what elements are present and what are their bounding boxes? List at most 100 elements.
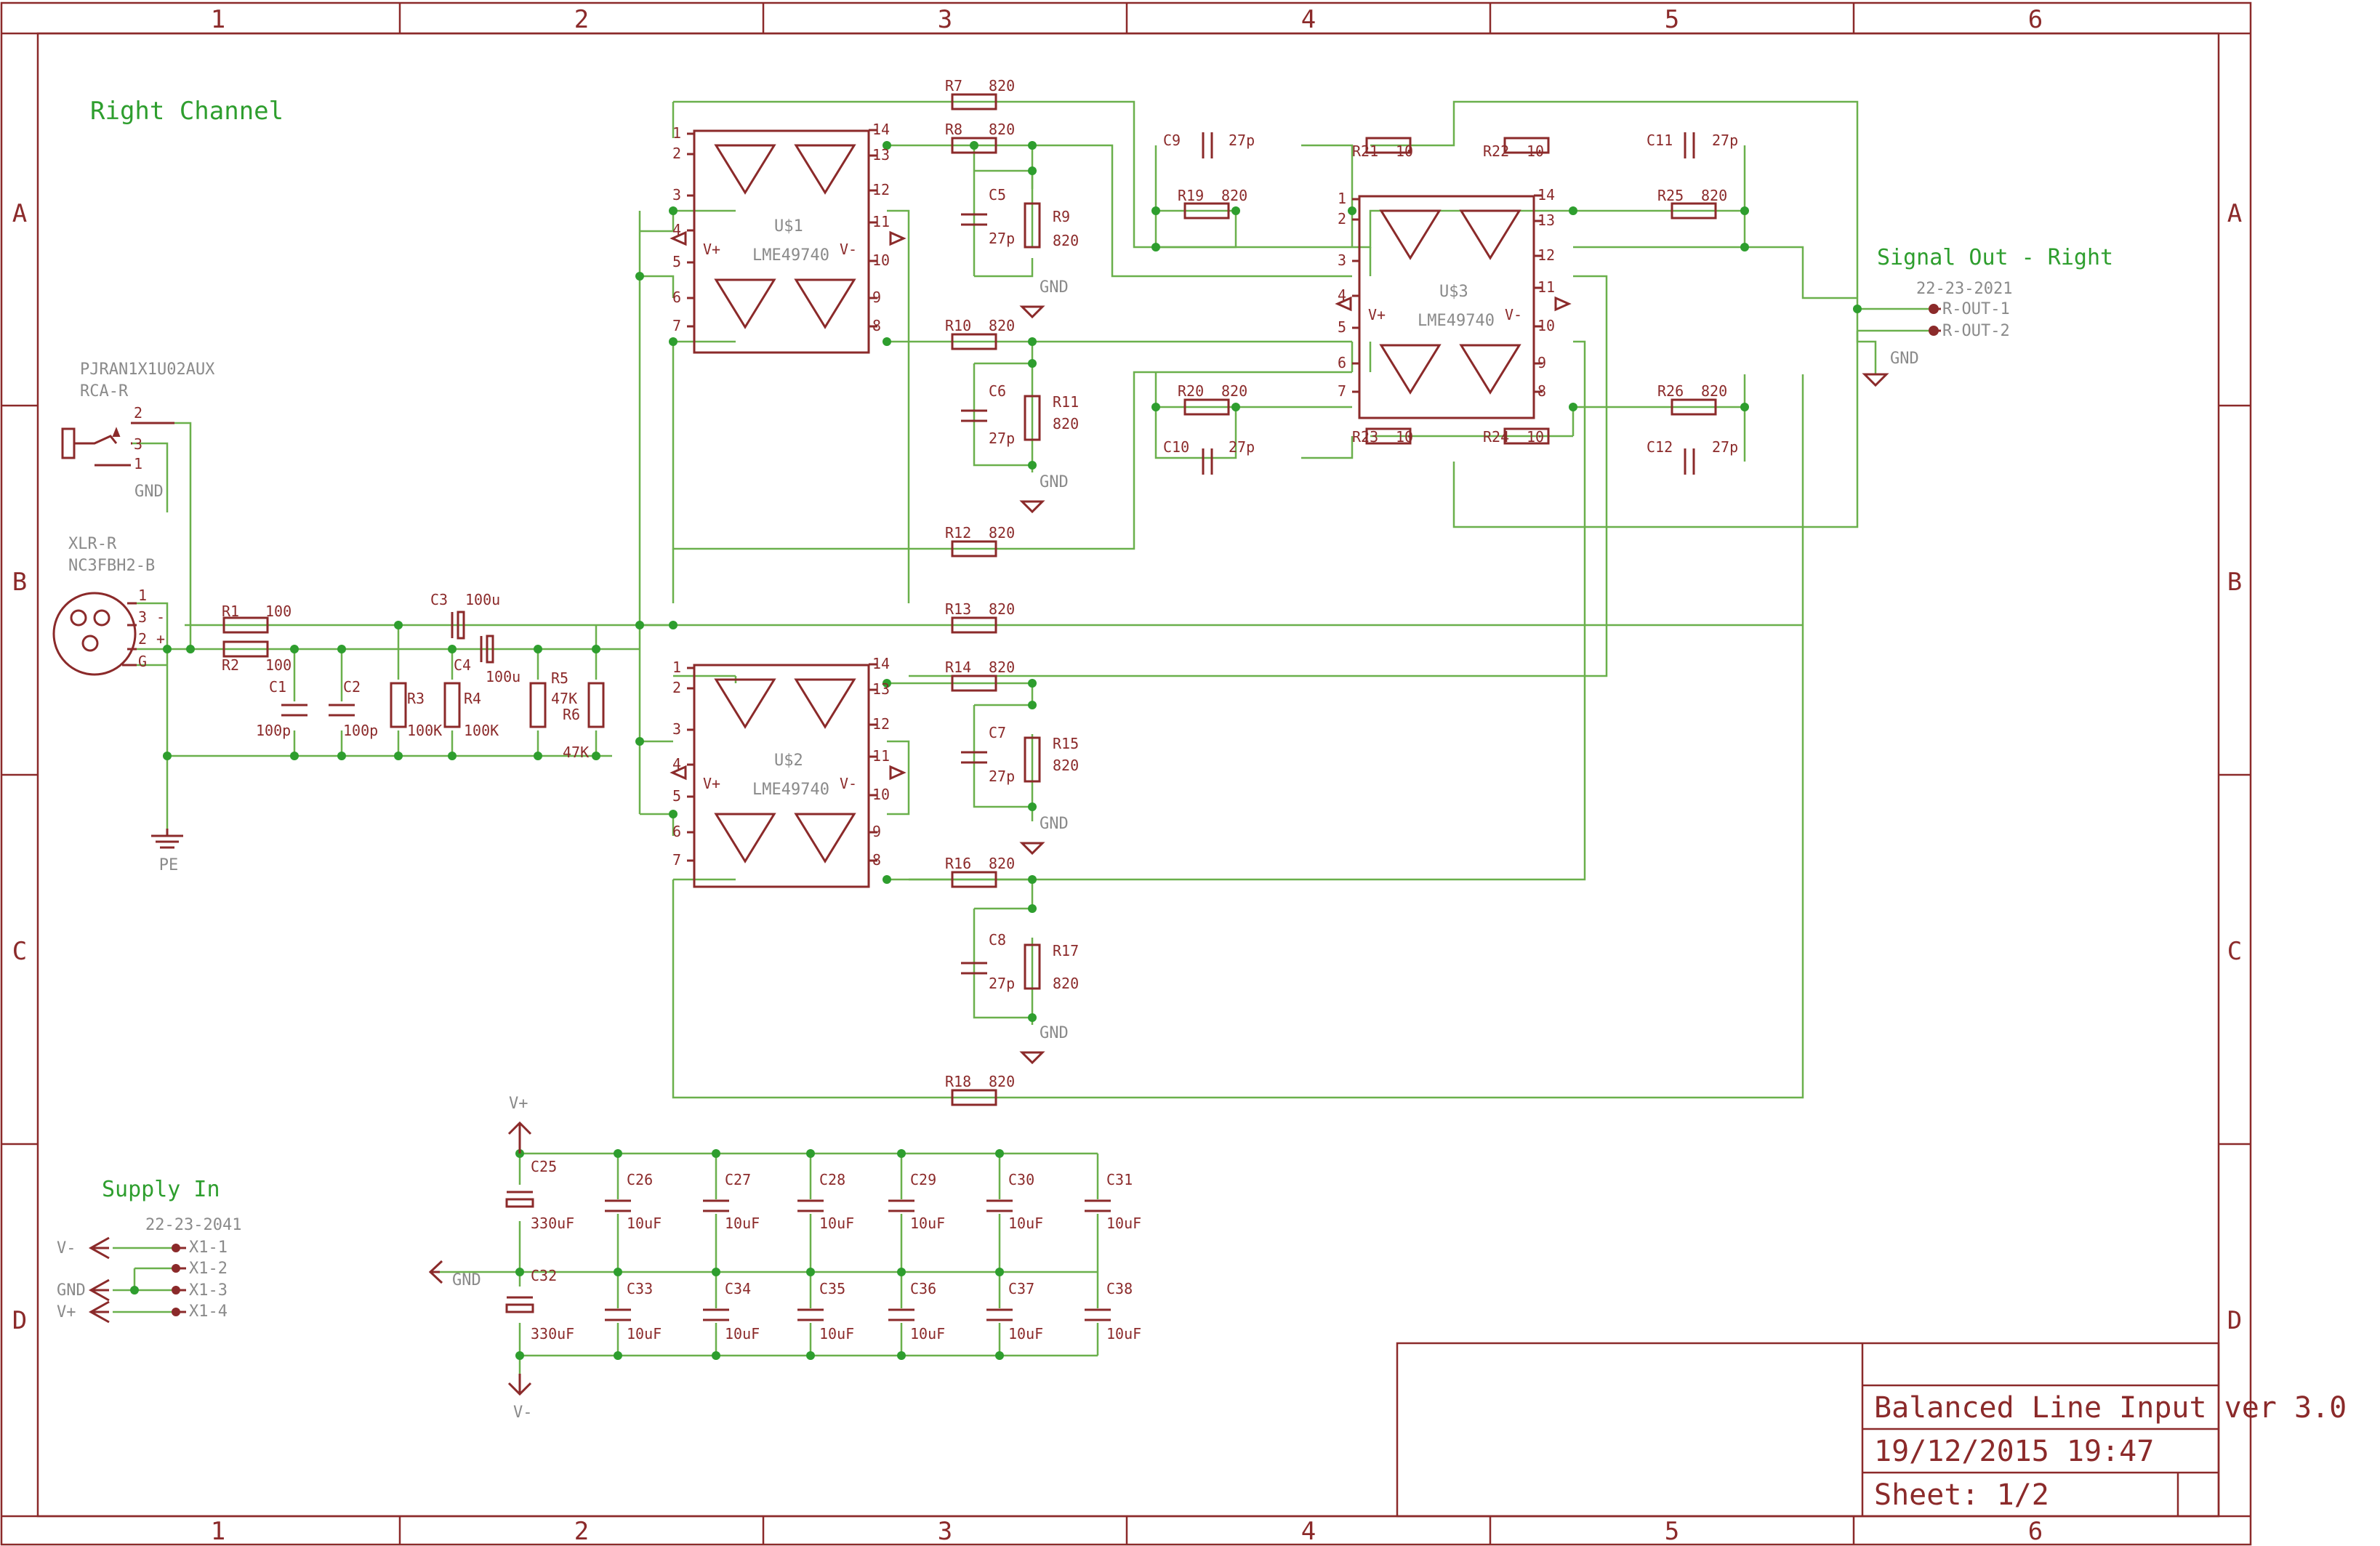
resistor-ref: R3 [407,690,425,707]
ic-ref-label: U$2 [774,752,803,770]
capacitor-ref: C38 [1106,1280,1133,1297]
opamp-icon [794,678,856,729]
wire-junction [712,1351,720,1360]
wire-junction [635,621,644,629]
zone-col-bottom: 1 [211,1517,225,1546]
capacitor-value: 100p [256,722,291,739]
resistor-value: 820 [989,600,1015,618]
opamp-icon [714,678,776,729]
ic-pin-left: 5 [672,787,681,805]
supply-net-vminus: V- [57,1239,76,1257]
ic-pin-left: 3 [672,186,681,204]
wire-junction [669,810,678,818]
xlr-pin-3-minus: - [156,608,165,626]
wire-junction [883,875,891,884]
resistor-ref: R23 [1352,428,1378,446]
heading-supply-in: Supply In [102,1177,220,1202]
ic-pin-left: 7 [672,851,681,869]
resistor-ref: R24 [1483,428,1509,446]
zone-col-top: 6 [2028,5,2043,34]
ic-pin-left: 1 [1338,190,1346,207]
ground-icon [1019,842,1045,855]
vminus-arrow-icon [88,1236,110,1260]
ic-ref-label: U$1 [774,217,803,235]
capacitor-value: 10uF [1106,1325,1141,1342]
resistor-ref: R7 [945,77,962,94]
resistor-value: 820 [1053,757,1079,774]
title-block-sheet: Sheet: 1/2 [1874,1478,2049,1512]
capacitor-ref: C7 [989,724,1006,741]
capacitor-c33: C33 10uF [605,1280,662,1342]
opamp-icon [1379,209,1442,260]
resistor-r7: R7 820 [945,77,1015,110]
wire-junction [1740,243,1749,251]
zone-col-top: 5 [1665,5,1679,34]
opamp-icon [714,278,776,329]
resistor-ref: R16 [945,855,971,872]
xlr-connector: XLR-R NC3FBH2-B 1 3 - 2 + G [52,535,165,676]
zone-col-bottom: 6 [2028,1517,2043,1546]
resistor-value: 820 [1053,975,1079,992]
ground-label: GND [1040,473,1069,491]
resistor-ref: R21 [1352,142,1378,160]
capacitor-ref: C6 [989,382,1006,400]
resistor-ref: R6 [563,706,580,723]
zone-col-bottom: 4 [1301,1517,1316,1546]
capacitor-ref: C33 [627,1280,653,1297]
ic-part-label: LME49740 [752,781,829,799]
vplus-arrow-icon [88,1300,110,1324]
capacitor-value: 27p [1229,438,1255,456]
capacitor-ref: C35 [819,1280,845,1297]
wire-junction [592,645,600,653]
ic-pin-left: 2 [672,145,681,162]
wire-junction [186,645,195,653]
supply-net-vplus: V+ [57,1303,76,1321]
ic-pin-left: 2 [1338,210,1346,228]
title-block-date: 19/12/2015 19:47 [1874,1435,2154,1468]
ic-vminus-label: V- [840,241,857,258]
capacitor-ref: C27 [725,1171,751,1188]
ic-pin-left: 7 [1338,382,1346,400]
ic-vplus-label: V+ [703,241,720,258]
wire-junction [1740,206,1749,215]
vplus-flag-icon [1335,296,1352,312]
resistor-value: 820 [989,77,1015,94]
opamp-icon [1379,344,1442,395]
vplus-rail-arrow-icon [507,1121,532,1154]
capacitor-ref: C36 [910,1280,936,1297]
wire-junction [1853,305,1862,313]
rca-tip-arrow-icon [112,427,121,437]
capacitor-ref: C10 [1163,438,1189,456]
ic-vminus-label: V- [840,775,857,792]
wires [113,100,1934,1374]
capacitor-ref: C5 [989,186,1006,204]
wire-junction [290,752,299,760]
rca-pin-3: 3 [134,435,142,453]
rca-pin-2: 2 [134,404,142,422]
supply-pin-1: X1-1 [189,1239,228,1257]
ic-pin-left: 4 [672,755,681,773]
rca-connector: PJRAN1X1U02AUX RCA-R 2 3 1 GND [61,361,215,501]
ic-pin-left: 4 [672,221,681,238]
vplus-flag-icon [670,765,687,781]
wire-junction [1348,206,1356,215]
zone-row-right: B [2227,568,2242,597]
wire-junction [669,206,678,215]
resistor-value: 100 [265,656,292,674]
wire-junction [712,1149,720,1158]
capacitor-value: 10uF [627,1325,662,1342]
ground-label: GND [1040,278,1069,297]
wire-junction [897,1268,906,1276]
zone-col-bottom: 3 [938,1517,952,1546]
output-connector: 22-23-2021 R-OUT-1 R-OUT-2 GND [1862,280,2012,387]
capacitor-ref: C37 [1008,1280,1034,1297]
